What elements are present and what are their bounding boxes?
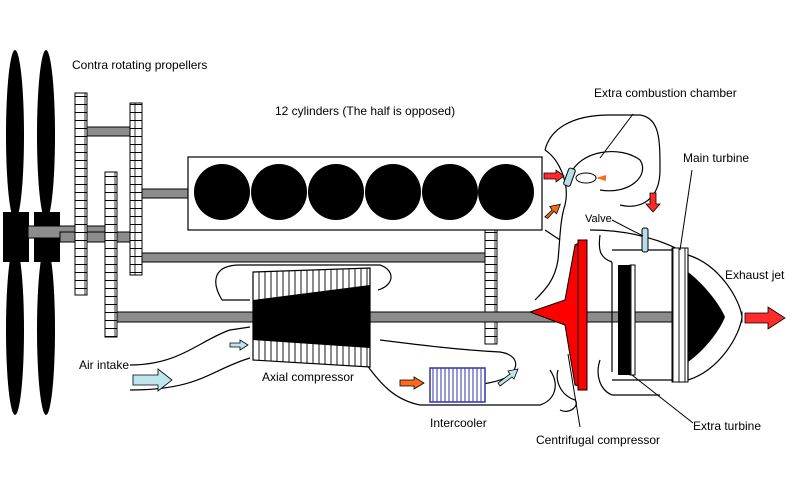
cylinder — [478, 164, 534, 220]
main-turbine — [612, 247, 743, 383]
cylinder — [251, 164, 307, 220]
label-extra-combustion-chamber: Extra combustion chamber — [594, 86, 737, 100]
valve — [641, 227, 649, 253]
label-intercooler: Intercooler — [430, 416, 487, 430]
extra-turbine — [618, 264, 636, 376]
label-cylinders: 12 cylinders (The half is opposed) — [275, 104, 456, 118]
flow-arrows — [132, 169, 786, 392]
air-duct — [129, 114, 681, 412]
label-centrifugal-compressor: Centrifugal compressor — [536, 433, 661, 447]
label-valve: Valve — [585, 213, 612, 225]
leader-lines — [567, 113, 694, 428]
exhaust-arrow — [744, 306, 786, 330]
reduction-gears — [74, 92, 498, 345]
label-main-turbine: Main turbine — [683, 151, 750, 165]
hot-gas-arrow — [544, 203, 561, 219]
extra-combustion-chamber — [563, 167, 606, 187]
cooled-air-arrow — [497, 368, 519, 387]
main-shaft — [116, 311, 743, 323]
air-intake-arrow — [132, 368, 173, 392]
label-extra-turbine: Extra turbine — [693, 419, 762, 433]
engine-block — [187, 156, 543, 231]
cylinder — [365, 164, 421, 220]
propeller-rear — [3, 50, 29, 415]
centrifugal-compressor — [528, 239, 588, 391]
intercooler — [429, 367, 486, 403]
hot-gas-arrow — [645, 192, 661, 213]
label-propellers: Contra rotating propellers — [72, 58, 208, 72]
cylinder — [308, 164, 364, 220]
label-axial-compressor: Axial compressor — [262, 370, 355, 384]
hot-gas-arrow — [543, 169, 565, 183]
cylinder — [422, 164, 478, 220]
label-air-intake: Air intake — [79, 358, 130, 372]
label-exhaust-jet: Exhaust jet — [725, 268, 785, 282]
cold-air-arrow — [229, 339, 249, 351]
compressed-air-arrow — [399, 376, 425, 390]
axial-compressor — [252, 267, 371, 368]
cylinder — [194, 164, 250, 220]
